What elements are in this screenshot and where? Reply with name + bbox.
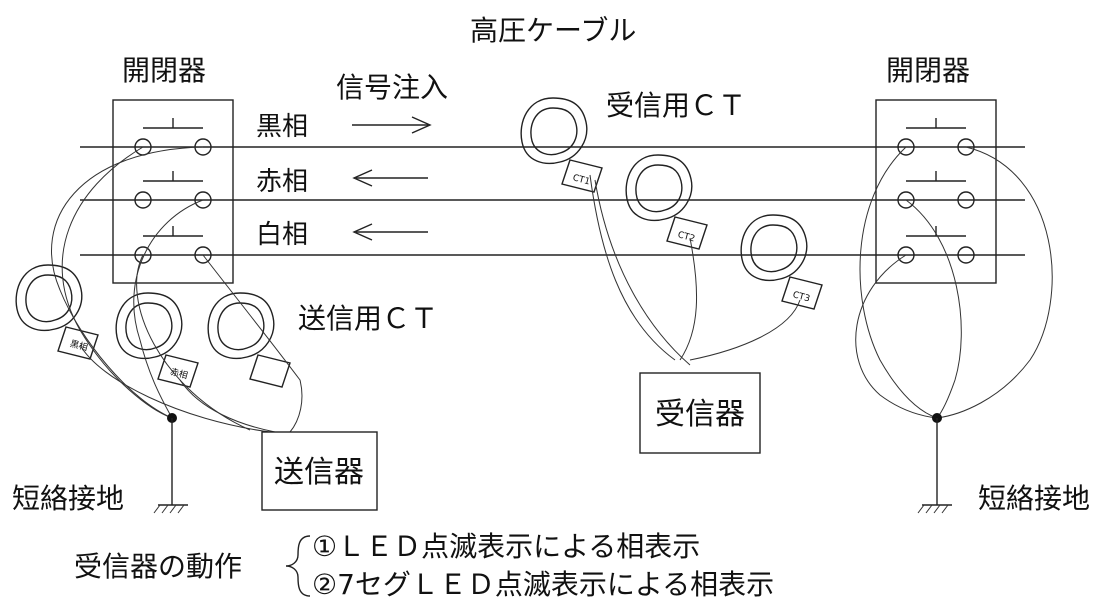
send-ct-white-tag: 白相 <box>261 365 282 381</box>
left-wiring <box>51 146 303 433</box>
switch-left-box <box>112 99 234 284</box>
diagram-title: 高圧ケーブル <box>470 14 636 47</box>
receive-ct-3: CT3 <box>740 214 823 310</box>
ground-symbol-left <box>153 504 188 514</box>
operation-item-2: ②7セグＬＥＤ点滅表示による相表示 <box>312 568 774 601</box>
send-ct-black: 黒相 <box>15 264 99 360</box>
right-wiring <box>855 146 1053 419</box>
signal-arrows <box>352 116 432 241</box>
switch-right-box <box>875 99 997 284</box>
receive-ct-1-tag: CT1 <box>571 173 591 187</box>
receiver-label: 受信器 <box>655 397 745 432</box>
signal-injection-label: 信号注入 <box>336 71 448 104</box>
ground-left-label: 短絡接地 <box>12 482 124 515</box>
switch-left-contacts <box>134 118 212 264</box>
send-ct-white: 白相 <box>207 292 291 388</box>
operation-brace <box>285 535 311 597</box>
switch-left-label: 開閉器 <box>122 54 206 87</box>
receiver-box <box>639 372 761 454</box>
receive-ct-2: CT2 <box>625 154 708 250</box>
operation-heading: 受信器の動作 <box>74 550 242 583</box>
receiver-wires <box>589 174 801 366</box>
receive-ct-label: 受信用ＣＴ <box>606 89 746 122</box>
send-ct-red: 赤相 <box>115 292 199 388</box>
receive-ct-3-tag: CT3 <box>791 290 811 304</box>
phase-label-black: 黒相 <box>256 112 308 142</box>
transmitter-box <box>261 431 378 511</box>
phase-label-red: 赤相 <box>256 167 308 197</box>
ground-right-label: 短絡接地 <box>978 482 1090 515</box>
ground-symbol-right <box>917 504 952 514</box>
phase-label-white: 白相 <box>256 220 308 250</box>
switch-right-label: 開閉器 <box>886 54 970 87</box>
send-ct-label: 送信用ＣＴ <box>298 302 438 335</box>
receive-ct-1: CT1 <box>520 97 603 193</box>
transmitter-label: 送信器 <box>274 455 364 490</box>
operation-item-1: ①ＬＥＤ点滅表示による相表示 <box>312 530 700 563</box>
receive-ct-2-tag: CT2 <box>676 230 696 244</box>
switch-right-contacts <box>897 118 975 264</box>
